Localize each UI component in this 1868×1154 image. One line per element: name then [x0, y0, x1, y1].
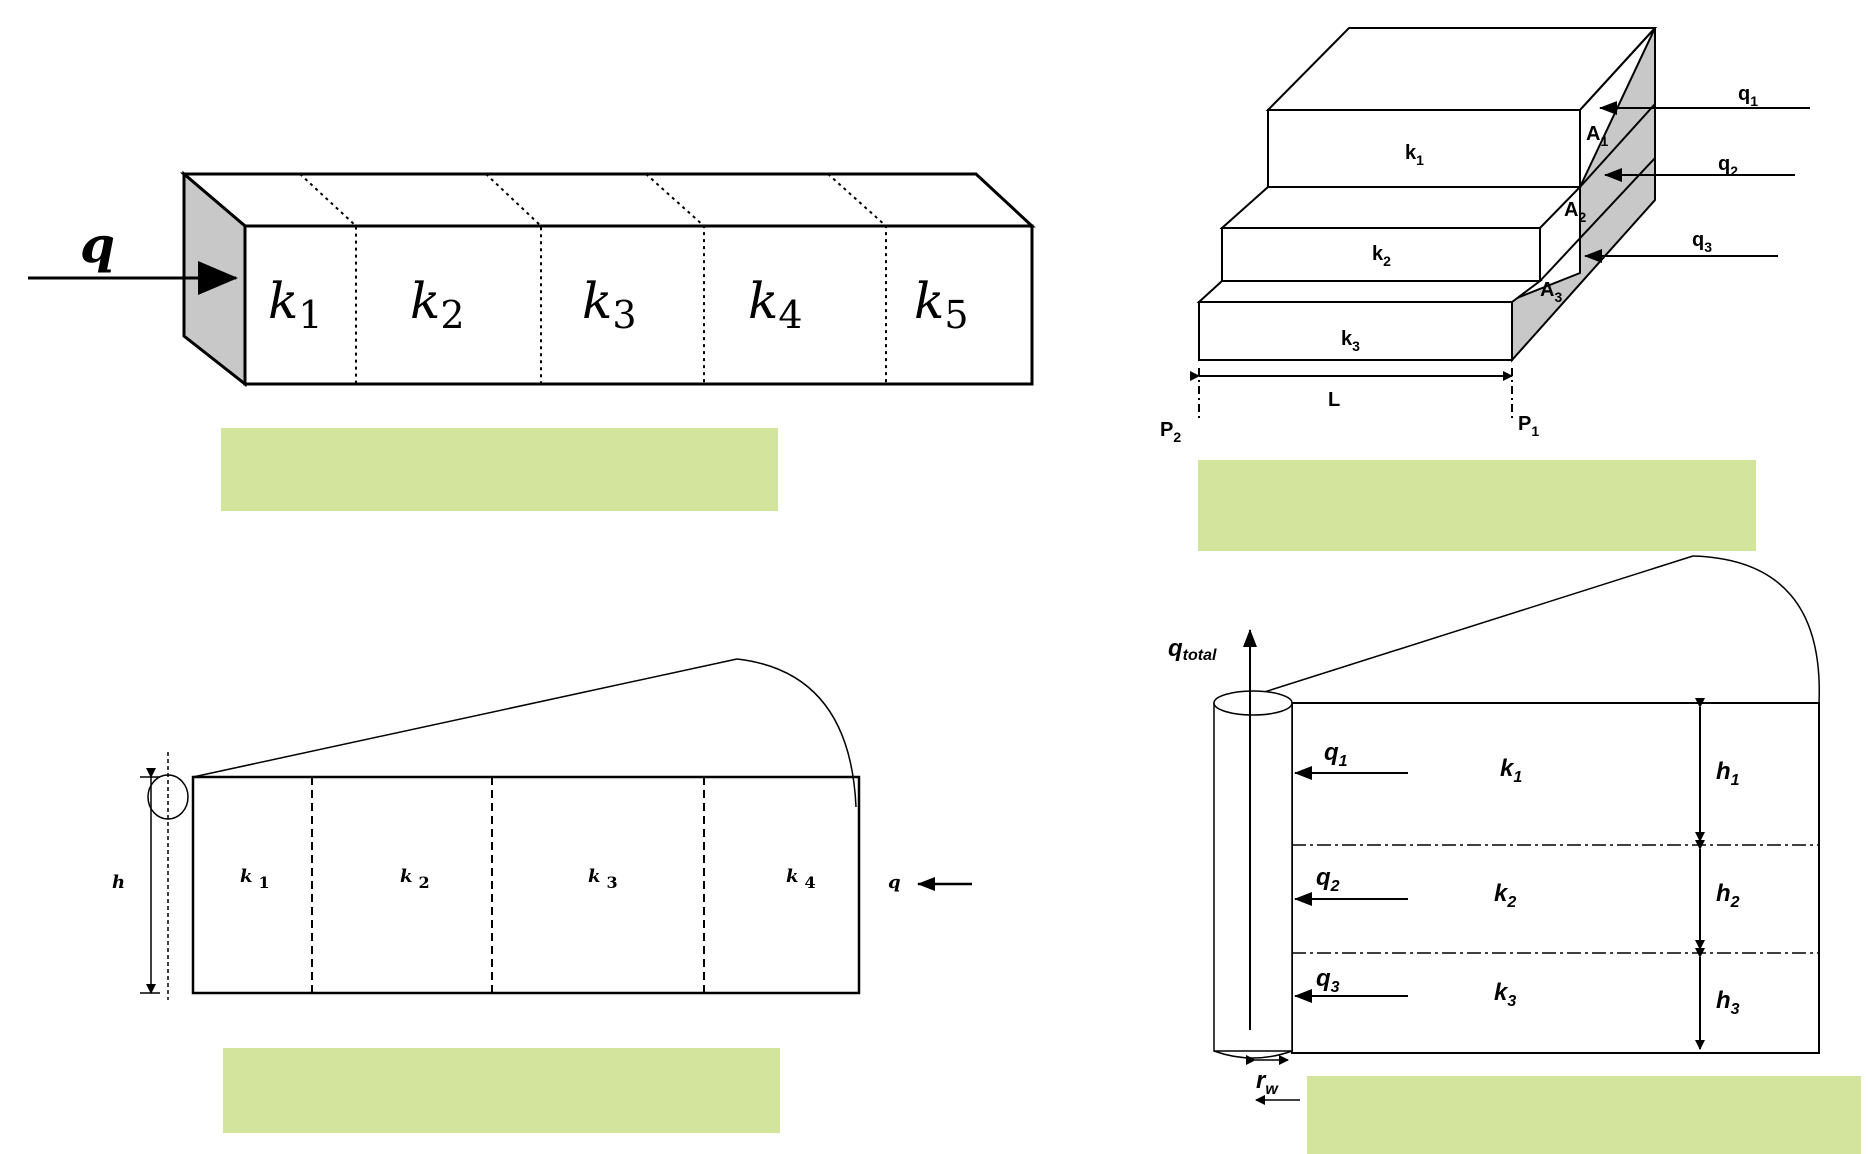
block-label-k3: k3 — [582, 272, 637, 337]
total-flow-label: qtotal — [1168, 635, 1217, 664]
block-dividers — [299, 173, 887, 384]
layer1-top — [1265, 27, 1658, 111]
flow-q3-label: q3 — [1692, 229, 1712, 255]
layer3-front — [1198, 301, 1513, 361]
area-a1-label: A1 — [1586, 123, 1608, 149]
flow-q3-label: q3 — [1316, 965, 1340, 996]
caption-box-radial-series — [223, 1048, 780, 1133]
layer2-top — [1219, 186, 1583, 229]
block-label-k2: k2 — [410, 272, 465, 337]
layer-k1-label: k1 — [1405, 142, 1424, 168]
block-label-k1: k1 — [268, 272, 323, 337]
layer-boundaries — [1292, 844, 1819, 954]
panel-radial-parallel — [1213, 555, 1820, 1105]
thickness-h2-label: h2 — [1716, 880, 1740, 911]
panel-radial-parallel-labels: qtotal q1 q2 q3 k1 k2 k3 h1 h2 h3 rw — [1168, 635, 1740, 1098]
flow-q2-label: q2 — [1718, 153, 1738, 179]
layer-k3-label: k3 — [1494, 979, 1516, 1010]
caption-box-radial-parallel — [1307, 1076, 1861, 1154]
thickness-h1-label: h1 — [1716, 758, 1740, 789]
layers-rect — [1291, 702, 1820, 1054]
height-label: h — [112, 872, 125, 893]
well-radius-label: rw — [1256, 1067, 1279, 1098]
area-a2-label: A2 — [1564, 199, 1586, 225]
thickness-h3-label: h3 — [1716, 987, 1740, 1018]
radial-dividers — [311, 777, 705, 993]
pressure-p2-label: P2 — [1160, 419, 1181, 445]
layer-k1-label: k1 — [1500, 755, 1522, 786]
panel-linear-parallel-labels: k1 k2 k3 A1 A2 A3 q1 q2 q3 L P2 P1 — [1160, 83, 1758, 445]
block-label-k4: k4 — [748, 272, 803, 337]
layer2-front — [1221, 227, 1541, 282]
radial-flow-label: q — [888, 872, 901, 893]
layer1-front — [1267, 109, 1581, 188]
layer3-top — [1196, 280, 1543, 303]
flow-q2-label: q2 — [1316, 864, 1340, 895]
wellbore — [1213, 702, 1293, 1052]
flow-q1-label: q1 — [1738, 83, 1758, 109]
length-label: L — [1328, 389, 1340, 411]
panel-linear-parallel — [1190, 27, 1810, 420]
block-label-k5: k5 — [914, 272, 969, 337]
layer-k3-label: k3 — [1341, 328, 1360, 354]
bar-top-face — [179, 172, 1036, 228]
radial-bed-rect — [191, 775, 861, 995]
caption-box-linear-parallel — [1198, 460, 1756, 551]
layer-k2-label: k2 — [1494, 880, 1516, 911]
pressure-p1-label: P1 — [1518, 413, 1539, 439]
panel-radial-series — [140, 658, 972, 1000]
panel-linear-series: q k1 k2 k3 k4 k5 — [28, 170, 1036, 388]
area-a3-label: A3 — [1540, 279, 1562, 305]
flow-q1-label: q1 — [1324, 739, 1348, 770]
caption-box-linear-series — [221, 428, 778, 511]
bar-front-face — [243, 224, 1034, 386]
layer-k2-label: k2 — [1372, 243, 1391, 269]
flow-label: q — [80, 215, 115, 274]
